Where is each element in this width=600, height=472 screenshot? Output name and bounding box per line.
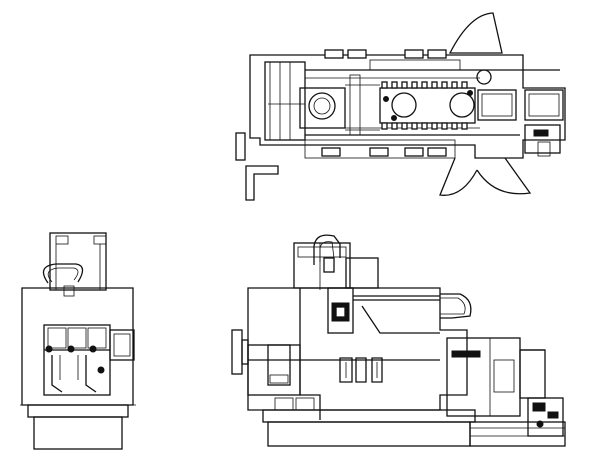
door-swing-bottom-right [476,157,532,195]
end-side-motor [109,329,135,361]
top-right-dial [476,69,492,85]
end-view [20,232,136,450]
top-view [235,12,566,201]
end-base [27,404,129,418]
spindle-housing [299,87,346,129]
control-pendant [524,124,561,154]
side-cabinet [446,337,521,417]
end-hose [42,263,84,284]
end-column-top [49,232,107,291]
end-head [43,324,111,396]
door-swing-top [448,12,503,54]
side-bottle-1 [339,357,353,383]
side-column [293,242,351,289]
side-bottle-2 [355,357,367,383]
tool-pockets [381,81,468,130]
top-left-block [264,61,306,141]
side-body [247,287,468,411]
side-view [231,234,566,447]
end-body [21,287,134,406]
side-bottle-3 [371,357,383,383]
side-base [262,409,476,423]
door-swing-bottom-left [439,157,478,196]
side-handwheel [231,329,243,375]
side-hose [313,234,341,265]
top-small-part-1 [235,132,246,161]
side-spindle-head [327,287,354,334]
side-motor [267,344,291,386]
top-right-box-2 [524,89,564,121]
top-small-part-2 [245,165,279,201]
top-body-outline [249,54,566,159]
top-right-box-1 [477,89,517,121]
spindle-circle [308,92,336,120]
side-cable [440,293,472,319]
